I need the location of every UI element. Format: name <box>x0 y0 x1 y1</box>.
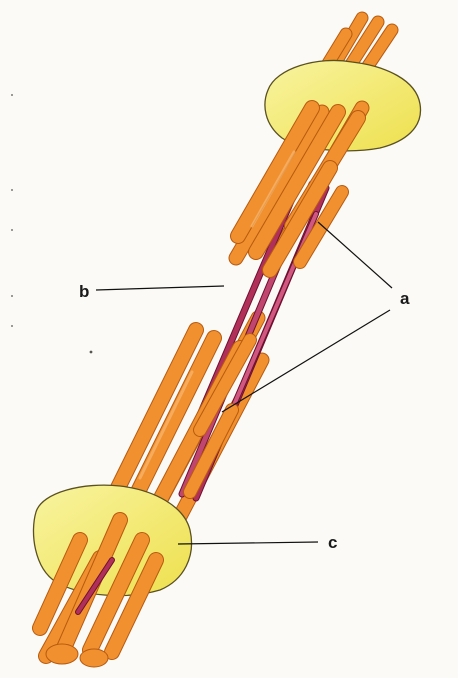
leader-line-b <box>96 286 224 290</box>
label-b: b <box>79 283 89 300</box>
label-a: a <box>400 290 409 307</box>
upper-thick-filaments <box>238 108 358 270</box>
leader-line-c <box>178 542 318 544</box>
page-specks <box>11 94 92 353</box>
label-c: c <box>328 534 337 551</box>
leader-line-a-upper <box>318 222 392 288</box>
